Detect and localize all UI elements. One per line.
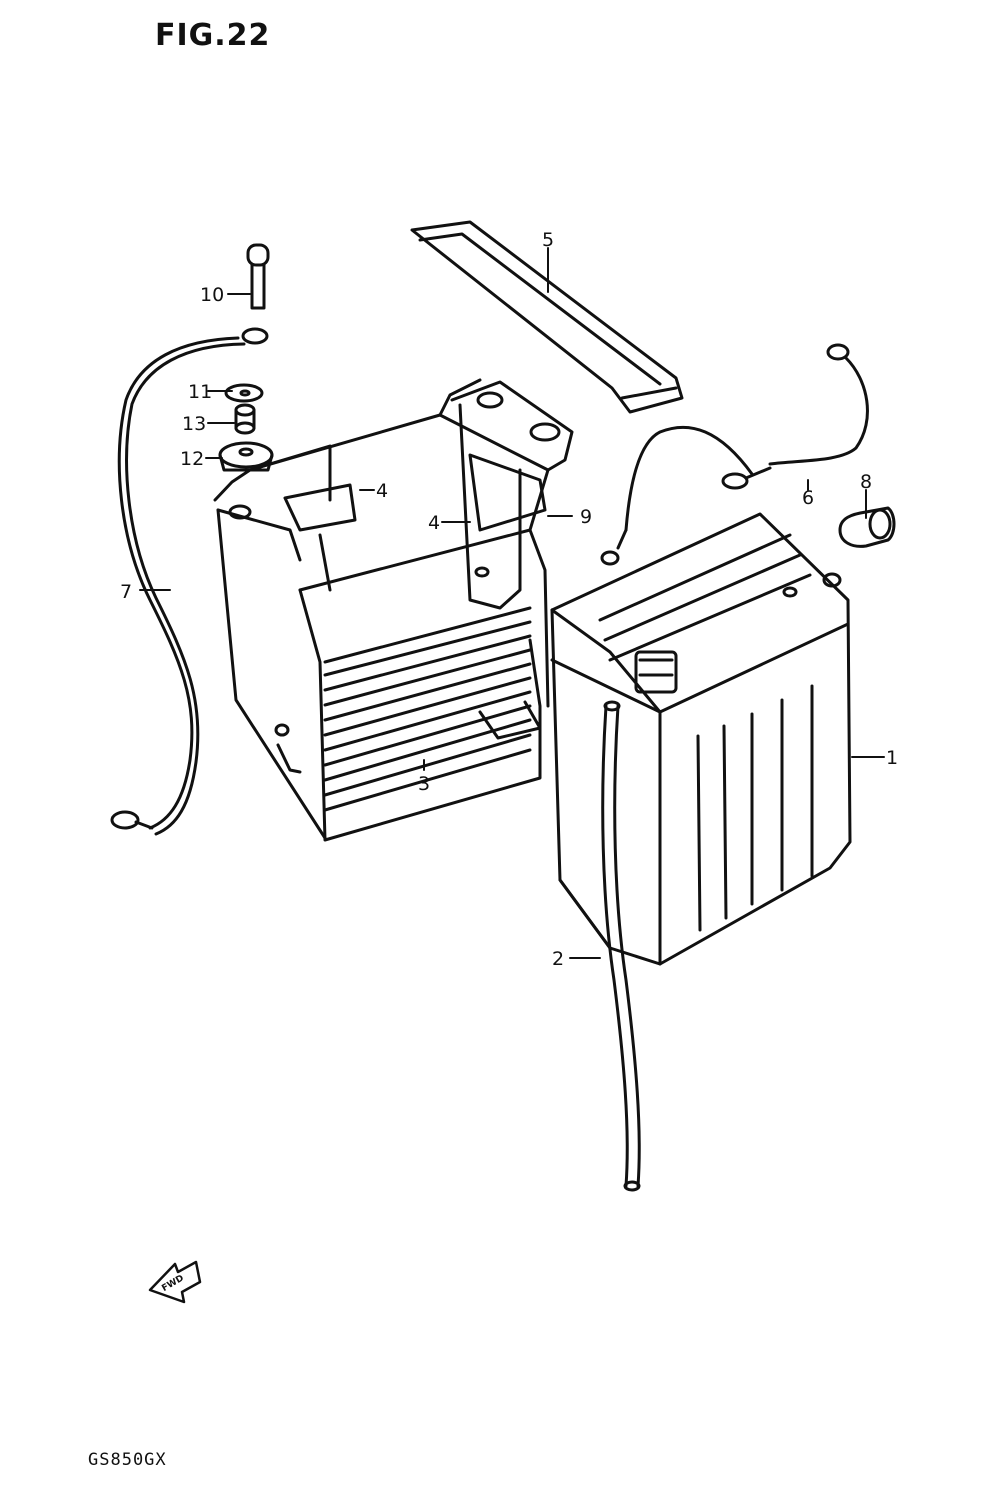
callout-battery: 1 xyxy=(886,747,898,769)
callout-cushion-a: 4 xyxy=(376,480,388,502)
mounting-hardware xyxy=(218,243,274,472)
battery-part xyxy=(550,512,852,966)
callout-battery-case: 3 xyxy=(418,773,430,795)
callout-breather-hose: 2 xyxy=(552,948,564,970)
model-code: GS850GX xyxy=(88,1450,167,1470)
callout-terminal-cap: 8 xyxy=(860,471,872,493)
callout-bolt: 10 xyxy=(200,284,224,306)
lead-wire-6-part xyxy=(600,343,869,566)
callout-lead-wire-positive: 7 xyxy=(120,581,132,603)
callout-cushion-b: 4 xyxy=(428,512,440,534)
callout-labels: 1 2 3 4 4 5 6 7 8 9 10 11 13 12 xyxy=(120,229,898,970)
callout-lead-wire-negative: 6 xyxy=(802,487,814,509)
breather-hose-part xyxy=(601,700,641,1192)
lead-wire-7-part xyxy=(110,336,246,836)
leader-lines xyxy=(139,247,885,959)
battery-case-part xyxy=(213,378,574,842)
callout-cushion-rubber: 12 xyxy=(180,448,204,470)
terminal-cap-part xyxy=(838,506,896,548)
callout-battery-band: 5 xyxy=(542,229,554,251)
figure-title: FIG.22 xyxy=(155,18,271,53)
battery-band-part xyxy=(410,220,684,414)
fwd-arrow-outline xyxy=(148,1260,202,1304)
callout-holder-plate: 9 xyxy=(580,506,592,528)
callout-spacer: 13 xyxy=(182,413,206,435)
callout-washer: 11 xyxy=(188,381,212,403)
